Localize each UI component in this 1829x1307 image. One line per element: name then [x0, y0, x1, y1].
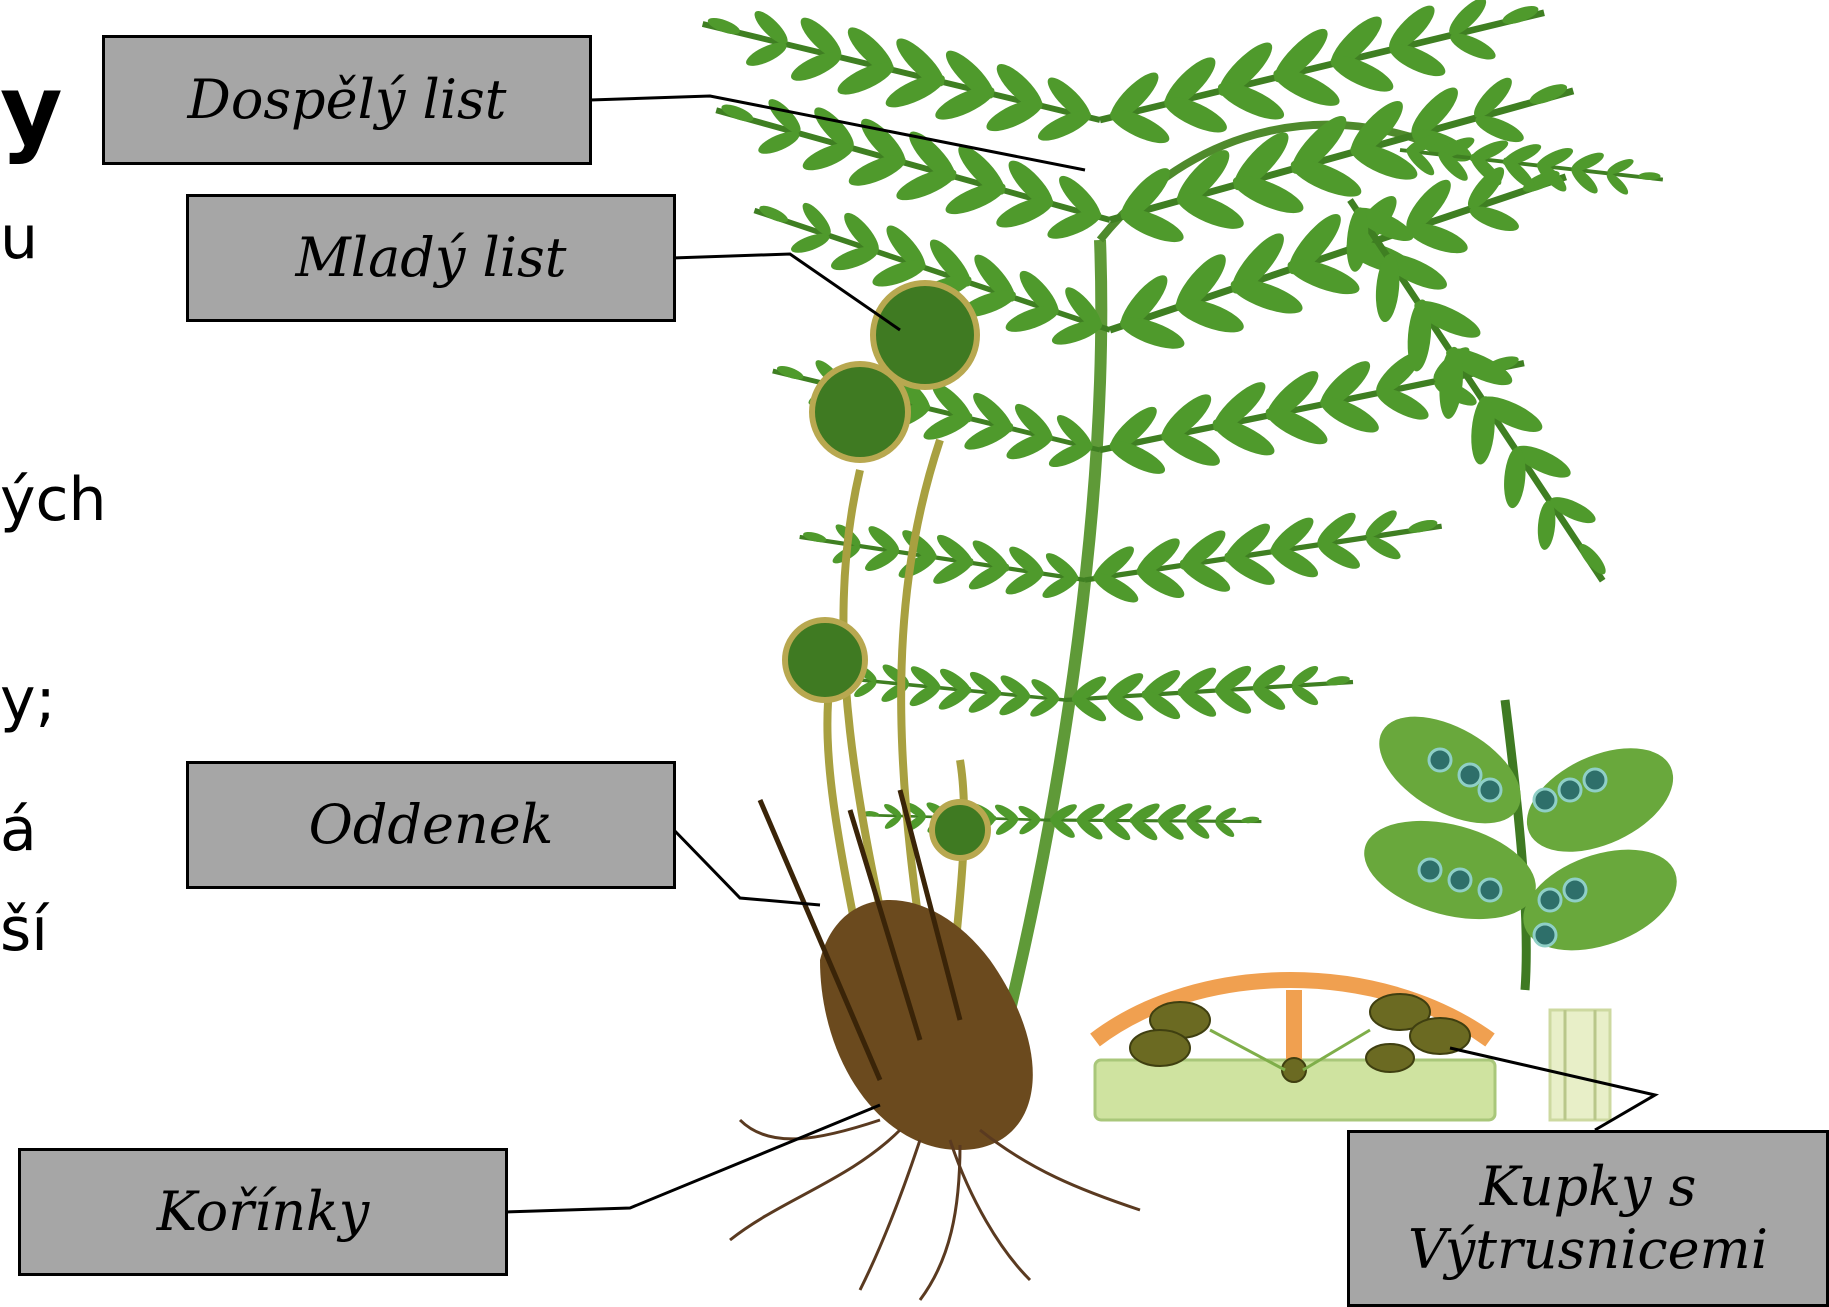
label-dospely-list-text: Dospělý list: [188, 69, 507, 131]
label-mlady-list-text: Mladý list: [296, 227, 567, 289]
label-korinky-text: Kořínky: [157, 1181, 370, 1243]
label-kupky-line-2: Výtrusnicemi: [1408, 1219, 1768, 1281]
label-mlady-list: Mladý list: [186, 194, 676, 322]
label-dospely-list: Dospělý list: [102, 35, 592, 165]
label-korinky: Kořínky: [18, 1148, 508, 1276]
label-oddenek-text: Oddenek: [309, 794, 554, 856]
label-kupky-line-1: Kupky s: [1480, 1156, 1697, 1218]
label-oddenek: Oddenek: [186, 761, 676, 889]
leader-line-korinky: [505, 1105, 880, 1212]
leader-line-mlady-list: [672, 254, 900, 330]
label-kupky-s-vytrusnicemi: Kupky s Výtrusnicemi: [1347, 1130, 1829, 1307]
